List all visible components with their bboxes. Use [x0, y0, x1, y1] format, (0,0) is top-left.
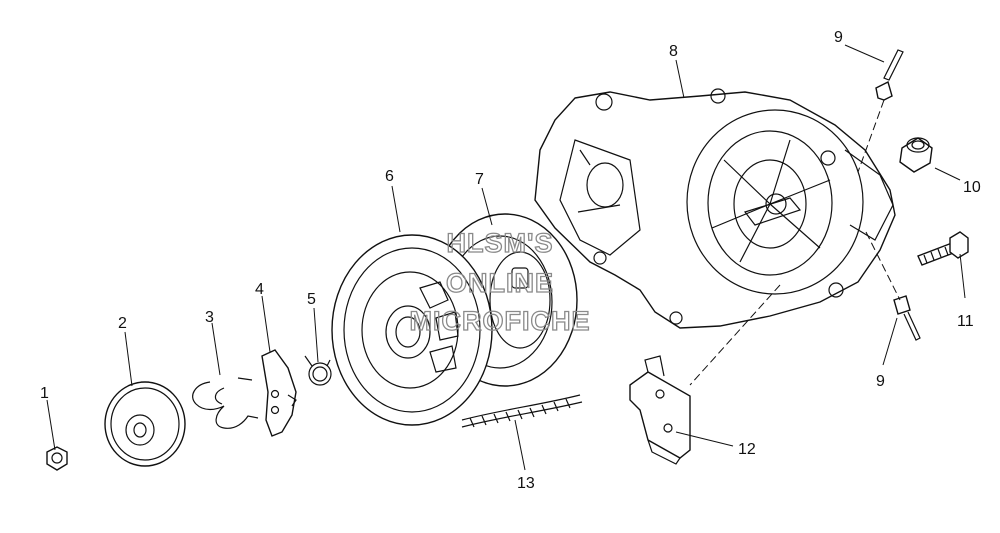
callout-6: 6 — [385, 168, 394, 185]
watermark-line-3: MICROFICHE — [410, 306, 591, 336]
callout-5: 5 — [307, 291, 316, 308]
starter-rope — [461, 394, 583, 428]
callout-4: 4 — [255, 281, 264, 298]
watermark-line-2: ONLINE — [446, 268, 554, 298]
callout-8: 8 — [669, 43, 678, 60]
callout-12: 12 — [738, 441, 756, 458]
rivet-bottom — [893, 295, 921, 341]
axis-line-bottom — [865, 231, 901, 301]
axis-line-top — [857, 99, 885, 173]
callout-7: 7 — [475, 171, 484, 188]
pawl-spring — [304, 355, 332, 386]
callout-1: 1 — [40, 385, 49, 402]
cover-plate — [104, 381, 186, 467]
callout-2: 2 — [118, 315, 127, 332]
callout-10: 10 — [963, 179, 981, 196]
watermark: HLSM'S ONLINE MICROFICHE — [409, 227, 591, 336]
callout-9-top: 9 — [834, 29, 843, 46]
rivet-top — [875, 49, 904, 101]
callout-13: 13 — [517, 475, 535, 492]
starter-pawl — [261, 349, 297, 437]
watermark-line-1: HLSM'S — [447, 228, 554, 258]
friction-spring — [192, 377, 259, 429]
bushing — [899, 137, 933, 173]
callout-numbers: 1 2 3 4 5 6 7 8 9 10 11 9 12 13 — [40, 29, 981, 492]
hex-nut — [46, 446, 68, 471]
recoil-housing — [534, 88, 896, 329]
callout-3: 3 — [205, 309, 214, 326]
mounting-bracket — [629, 355, 691, 465]
starter-drum — [331, 234, 493, 426]
leader-lines — [46, 44, 966, 471]
axis-line-bracket — [689, 284, 781, 386]
hex-bolt — [917, 231, 969, 266]
callout-11: 11 — [957, 313, 974, 330]
callout-9-bottom: 9 — [876, 373, 885, 390]
